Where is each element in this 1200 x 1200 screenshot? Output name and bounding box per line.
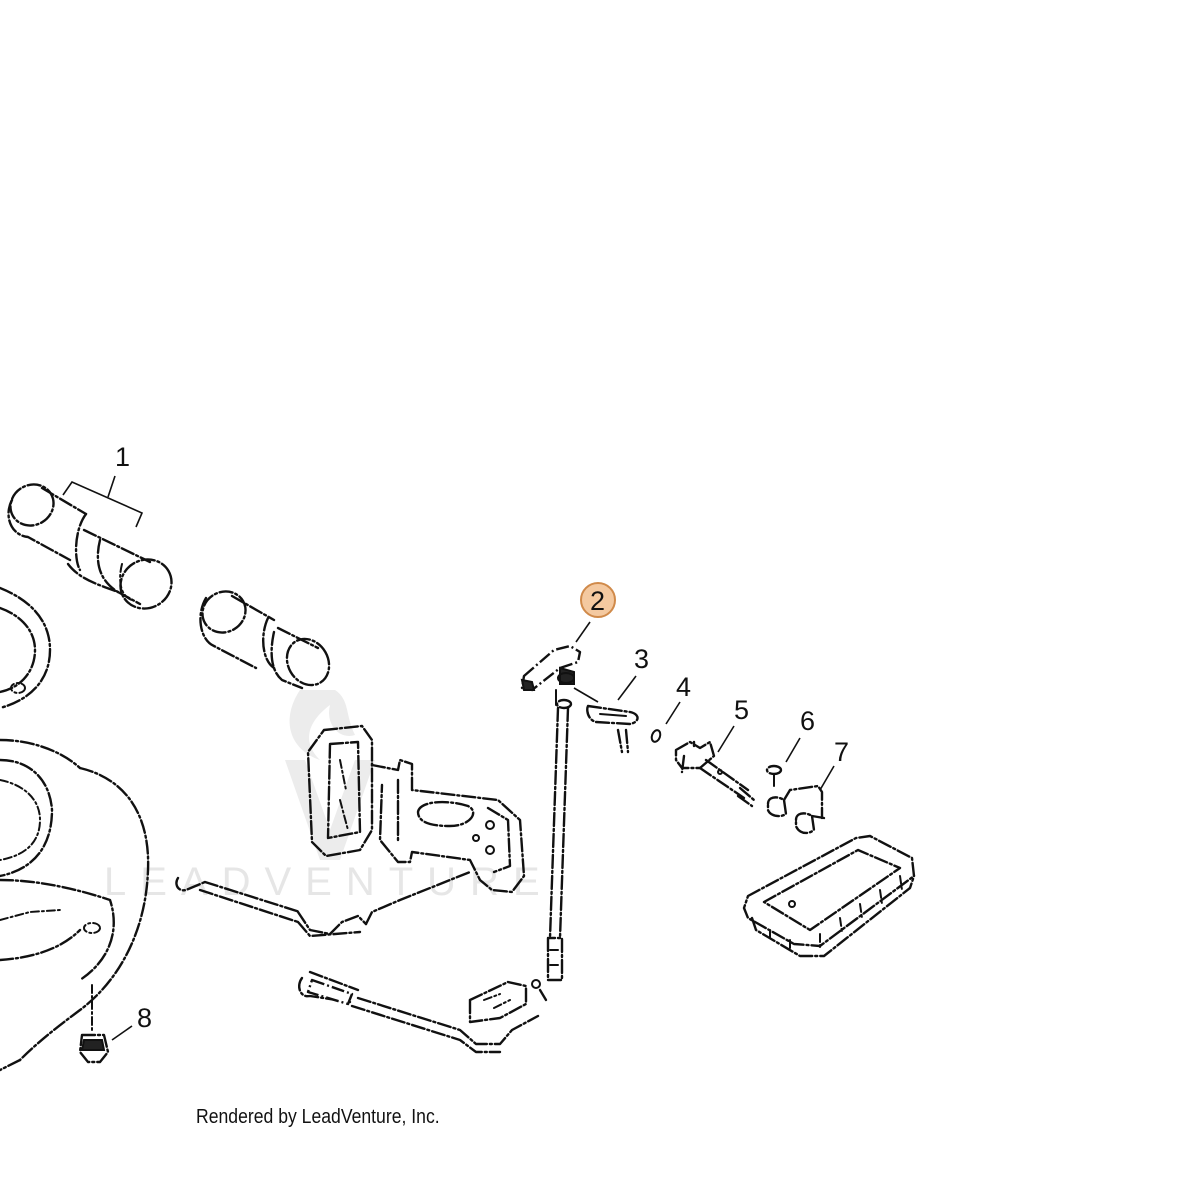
part-7-bracket-link[interactable] <box>766 765 835 835</box>
callout-7[interactable]: 7 <box>834 737 849 767</box>
callout-labels: 1 2 3 4 5 6 7 8 <box>115 442 849 1033</box>
watermark-logo <box>285 690 375 860</box>
part-3-plate[interactable] <box>573 675 639 754</box>
watermark-text: LEADVENTURE <box>104 860 554 904</box>
part-6-screw[interactable] <box>765 737 801 787</box>
part-5-shaft[interactable] <box>674 725 756 808</box>
render-credit: Rendered by LeadVenture, Inc. <box>196 1106 440 1128</box>
callout-4[interactable]: 4 <box>676 672 691 702</box>
mounting-bracket[interactable] <box>306 724 526 894</box>
throttle-rod-vertical[interactable] <box>546 698 573 982</box>
part-8-drain-plug[interactable] <box>78 984 133 1064</box>
part-2-throttle-knob[interactable] <box>520 621 591 706</box>
air-filter-tray[interactable] <box>742 834 916 958</box>
part-4-o-ring[interactable] <box>650 701 681 743</box>
air-cleaner-assembly[interactable] <box>0 586 150 1072</box>
part-1-tube-set[interactable] <box>3 475 337 693</box>
callout-6[interactable]: 6 <box>800 706 815 736</box>
callout-5[interactable]: 5 <box>734 695 749 725</box>
callout-8[interactable]: 8 <box>137 1003 152 1033</box>
throttle-rod-upper[interactable] <box>175 870 472 938</box>
callout-1[interactable]: 1 <box>115 442 130 472</box>
callout-2[interactable]: 2 <box>590 586 605 616</box>
callout-3[interactable]: 3 <box>634 644 649 674</box>
callout-2-highlight <box>580 582 616 618</box>
choke-rod-assembly[interactable] <box>298 970 548 1054</box>
